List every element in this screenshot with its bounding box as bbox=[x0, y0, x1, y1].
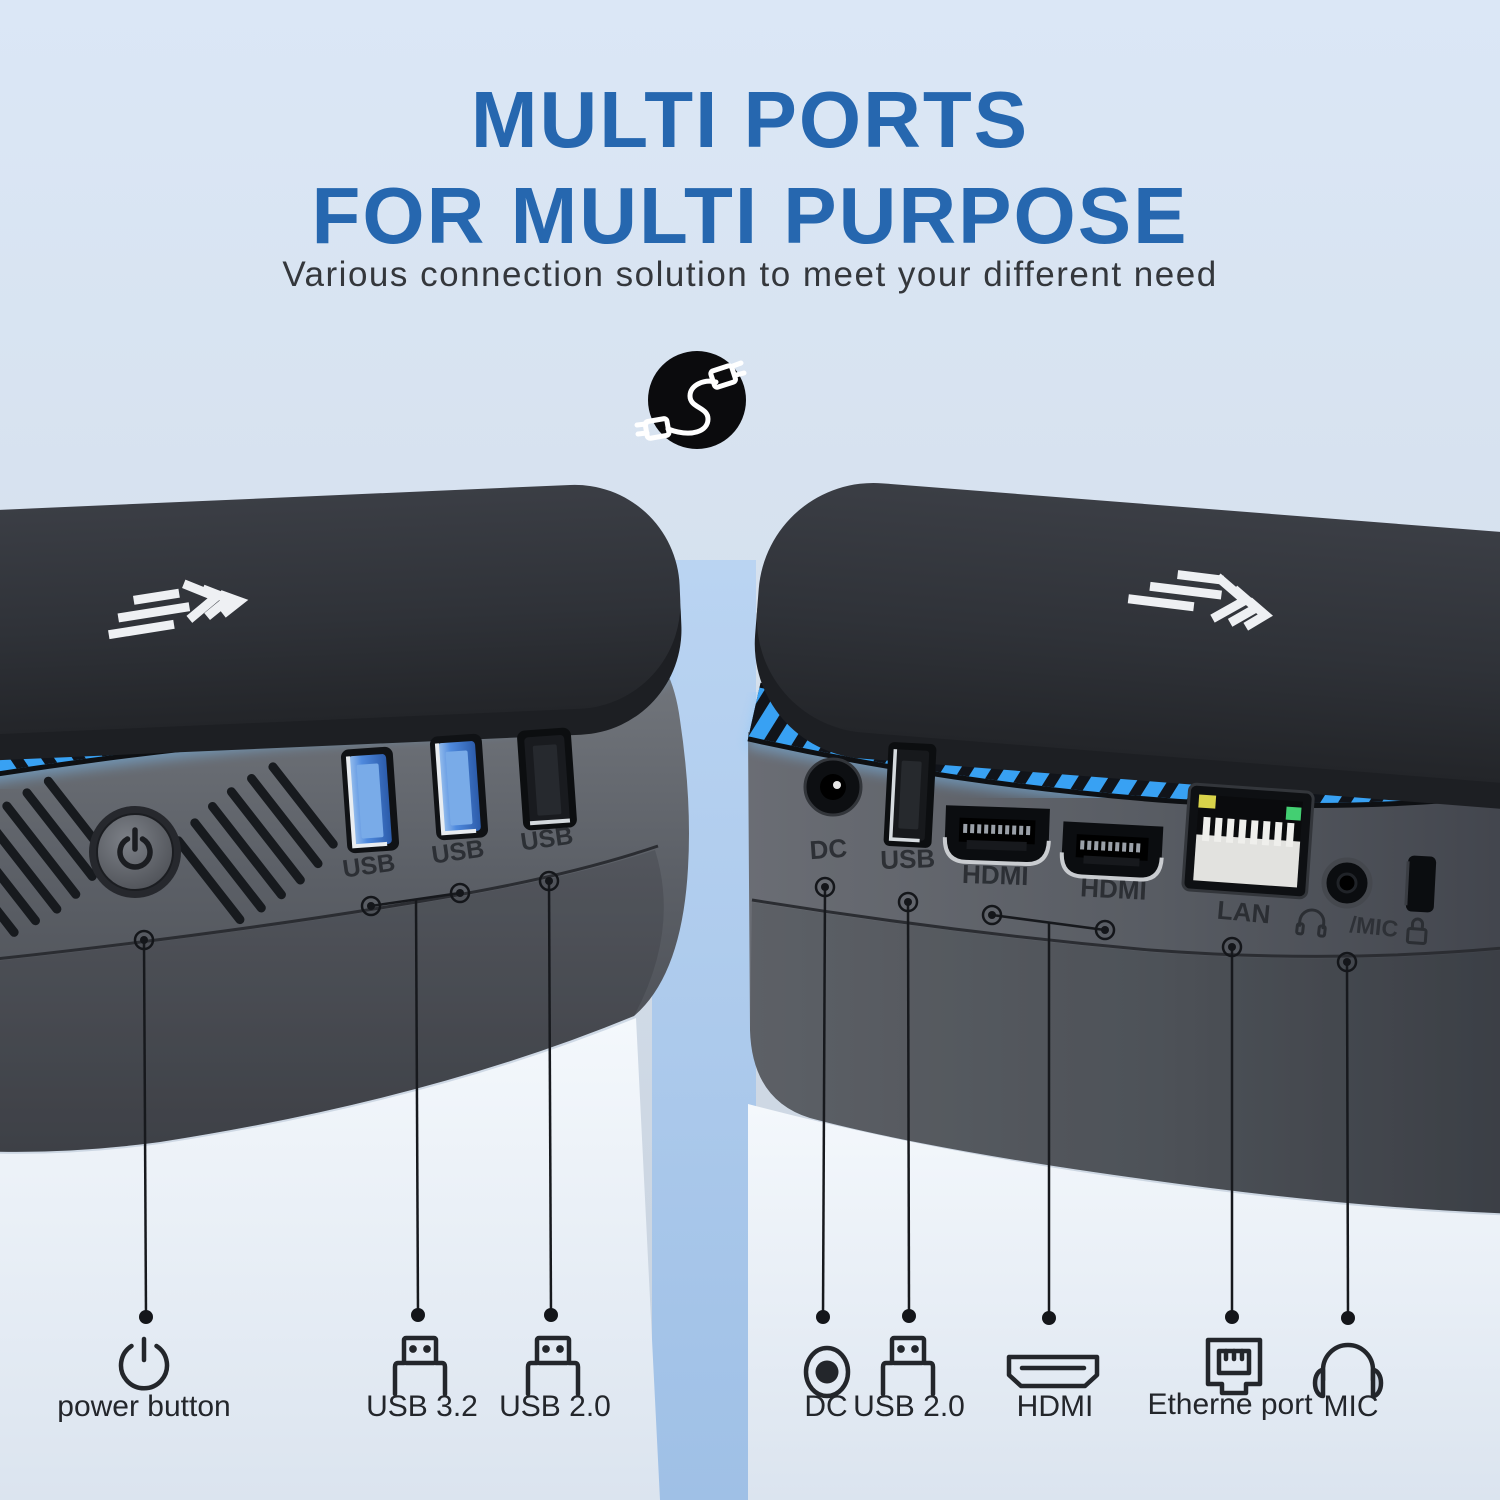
power-button bbox=[89, 806, 181, 898]
title-line-2: FOR MULTI PURPOSE bbox=[312, 171, 1189, 260]
usb-plug-icon-1 bbox=[392, 1335, 448, 1397]
back-port-label-usb: USB bbox=[880, 843, 936, 875]
back-lid bbox=[754, 482, 1500, 812]
audio-jack bbox=[1321, 857, 1373, 909]
left-pedestal bbox=[0, 1018, 660, 1500]
front-body-lower bbox=[0, 850, 664, 1152]
callout-end-dots bbox=[139, 1308, 1355, 1325]
usb3-port-2 bbox=[429, 733, 489, 841]
ethernet-icon bbox=[1205, 1337, 1263, 1396]
lan-port bbox=[1181, 782, 1315, 900]
back-port-label-dc: DC bbox=[809, 833, 849, 866]
front-body bbox=[0, 642, 689, 1152]
label-mic: MIC bbox=[1324, 1390, 1379, 1423]
lock-icon bbox=[1405, 917, 1428, 945]
vent-slits-left bbox=[0, 762, 338, 937]
legend-labels: power button USB 3.2 USB 2.0 DC USB 2.0 … bbox=[57, 1388, 1378, 1423]
subtitle: Various connection solution to meet your… bbox=[282, 255, 1217, 294]
brand-logo-icon bbox=[108, 579, 249, 640]
label-ethernet: Etherne port bbox=[1147, 1388, 1313, 1421]
power-icon bbox=[118, 1336, 170, 1391]
lan-led-yellow bbox=[1198, 794, 1217, 809]
back-body bbox=[748, 732, 1500, 1214]
back-body-lower bbox=[750, 902, 1500, 1214]
hdmi-port-1 bbox=[942, 805, 1051, 867]
dc-jack bbox=[803, 757, 863, 817]
usb-plug-icon-2 bbox=[525, 1335, 581, 1397]
back-port-label-lan: LAN bbox=[1216, 895, 1272, 930]
right-pedestal bbox=[748, 1104, 1500, 1500]
mini-pc-back: DC USB HDMI HDMI LAN /MIC bbox=[746, 482, 1500, 1214]
hdmi-port-2 bbox=[1059, 821, 1164, 882]
lock-slot bbox=[1404, 855, 1437, 913]
front-lid bbox=[0, 484, 682, 761]
power-glyph-icon bbox=[117, 827, 153, 870]
back-port-label-hdmi1: HDMI bbox=[962, 859, 1029, 891]
usb2-port-front bbox=[517, 727, 577, 831]
usb-plug-icon-3 bbox=[880, 1335, 936, 1397]
back-port-label-hdmi2: HDMI bbox=[1080, 872, 1148, 905]
usb2-port-back bbox=[883, 742, 937, 848]
label-hdmi: HDMI bbox=[1017, 1390, 1094, 1423]
back-seam bbox=[751, 898, 1500, 958]
usb3-port-1 bbox=[340, 746, 400, 854]
header: MULTI PORTS FOR MULTI PURPOSE Various co… bbox=[282, 75, 1217, 294]
mini-pc-front: USB USB USB bbox=[0, 484, 689, 1152]
cable-plugs-icon bbox=[634, 351, 747, 449]
title-line-1: MULTI PORTS bbox=[471, 75, 1029, 164]
label-usb20-left: USB 2.0 bbox=[499, 1390, 611, 1423]
label-usb20-right: USB 2.0 bbox=[853, 1390, 965, 1423]
legend-icons bbox=[118, 1335, 1384, 1399]
label-dc: DC bbox=[804, 1390, 847, 1423]
callout-anchor-dots bbox=[133, 870, 1358, 973]
callout-lines bbox=[142, 880, 1350, 1319]
back-port-label-mic: /MIC bbox=[1348, 911, 1399, 942]
dc-jack-icon bbox=[803, 1345, 851, 1399]
front-seam bbox=[0, 844, 659, 961]
brand-logo-icon-back bbox=[1127, 570, 1273, 631]
hdmi-icon bbox=[1006, 1354, 1100, 1389]
headset-glyph-icon bbox=[1295, 908, 1327, 938]
headphones-icon bbox=[1312, 1342, 1384, 1399]
lan-led-green bbox=[1285, 806, 1302, 821]
label-power-button: power button bbox=[57, 1390, 230, 1423]
label-usb32: USB 3.2 bbox=[366, 1390, 478, 1423]
